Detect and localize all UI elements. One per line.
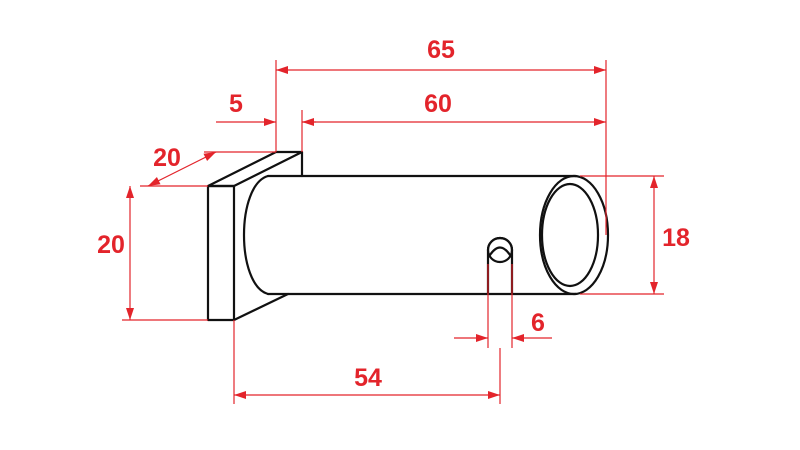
dim-line-head-depth — [147, 151, 217, 187]
cross-hole-inner — [488, 246, 512, 257]
cross-hole-top — [486, 236, 514, 264]
dimension-lines — [122, 60, 664, 404]
shaft-end-face — [538, 174, 610, 296]
head-front-face — [206, 184, 236, 322]
shaft-left-arc — [243, 174, 270, 296]
shaft-end-chamfer — [540, 182, 600, 288]
label-head-height: 20 — [97, 231, 125, 259]
label-hole-diameter: 6 — [531, 309, 545, 337]
head-right-face — [232, 150, 304, 322]
label-head-thickness: 5 — [229, 90, 243, 118]
shaft-body — [266, 174, 578, 296]
label-pin-diameter: 18 — [662, 224, 690, 252]
label-head-depth: 20 — [153, 144, 181, 172]
dimension-labels: 65 60 5 20 20 18 6 54 — [97, 36, 690, 392]
label-pin-length: 60 — [424, 90, 452, 118]
head-top-face — [206, 150, 304, 188]
label-hole-position: 54 — [354, 364, 382, 392]
label-overall-length: 65 — [427, 36, 455, 64]
clevis-pin — [206, 150, 610, 322]
